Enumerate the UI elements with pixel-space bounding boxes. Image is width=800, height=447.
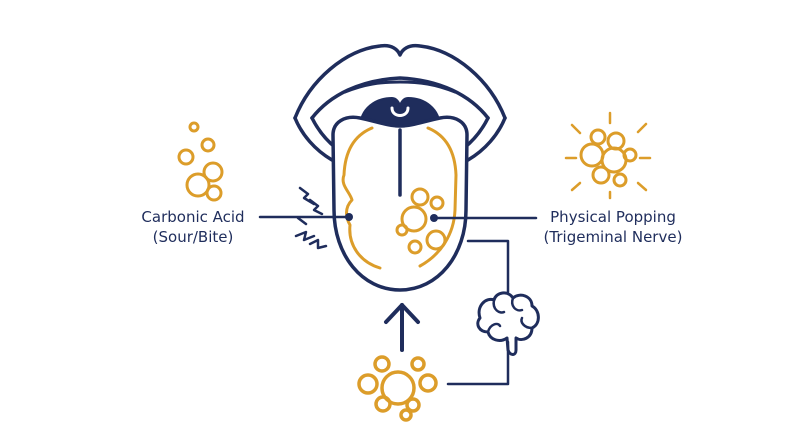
tongue-icon xyxy=(331,115,469,292)
physical-popping-title: Physical Popping xyxy=(550,208,676,226)
bottom-bubbles-icon xyxy=(357,355,438,422)
physical-popping-label: Physical Popping (Trigeminal Nerve) xyxy=(538,207,688,247)
physical-popping-subtitle: (Trigeminal Nerve) xyxy=(543,228,683,246)
carbonation-bubbles-icon xyxy=(177,121,224,202)
mouth-icon xyxy=(293,43,507,162)
carbonic-acid-title: Carbonic Acid xyxy=(141,208,245,226)
carbonic-acid-label: Carbonic Acid (Sour/Bite) xyxy=(128,207,258,247)
tongue-bubbles-icon xyxy=(395,187,447,255)
nerve-pathway-line xyxy=(446,239,510,386)
receptor-dot-right xyxy=(430,214,438,222)
lightning-spark-icon xyxy=(294,186,328,250)
receptor-dot-left xyxy=(345,213,353,221)
bubble-burst-icon xyxy=(564,111,652,200)
up-arrow-icon xyxy=(384,303,420,352)
brain-icon xyxy=(476,291,540,356)
carbonic-acid-subtitle: (Sour/Bite) xyxy=(152,228,234,246)
